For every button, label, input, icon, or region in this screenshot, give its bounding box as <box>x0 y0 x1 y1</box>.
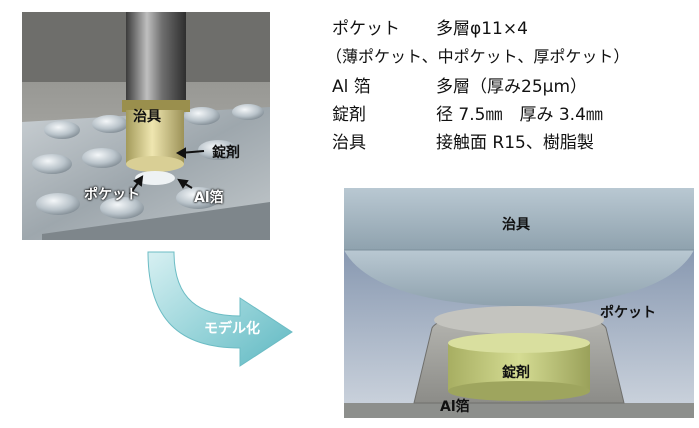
photo-label-jig: 治具 <box>133 109 161 125</box>
model-label-pocket: ポケット <box>600 305 656 321</box>
setup-photo: 治具 錠剤 ポケット Al箔 <box>22 12 270 240</box>
spec-value: 接触面 R15、樹脂製 <box>436 133 594 153</box>
spec-key: 錠剤 <box>332 105 366 125</box>
modeling-arrow-label: モデル化 <box>204 321 260 337</box>
spec-value: 径 7.5㎜ 厚み 3.4㎜ <box>436 105 603 125</box>
model-label-jig: 治具 <box>502 217 530 233</box>
spec-pocket-note: （薄ポケット、中ポケット、厚ポケット） <box>326 47 630 66</box>
model-label-al-foil: Al箔 <box>440 399 470 415</box>
spec-key: ポケット <box>332 19 400 39</box>
setup-photo-drawing <box>22 12 270 240</box>
spec-value: 多層（厚み25μm） <box>436 77 588 97</box>
spec-key: Al 箔 <box>332 77 371 97</box>
spec-key: 治具 <box>332 133 366 153</box>
model-render-drawing <box>344 188 694 418</box>
photo-label-tablet: 錠剤 <box>212 145 240 161</box>
spec-value: 多層φ11×4 <box>436 19 528 39</box>
model-label-tablet: 錠剤 <box>502 365 530 381</box>
curved-arrow-icon <box>147 251 293 367</box>
pocket-domes <box>32 104 264 219</box>
callout-arrows <box>129 147 205 195</box>
model-render: 治具 ポケット 錠剤 Al箔 <box>344 188 694 418</box>
photo-label-al-foil: Al箔 <box>194 190 224 206</box>
photo-label-pocket: ポケット <box>84 187 140 203</box>
modeling-arrow <box>140 250 300 380</box>
